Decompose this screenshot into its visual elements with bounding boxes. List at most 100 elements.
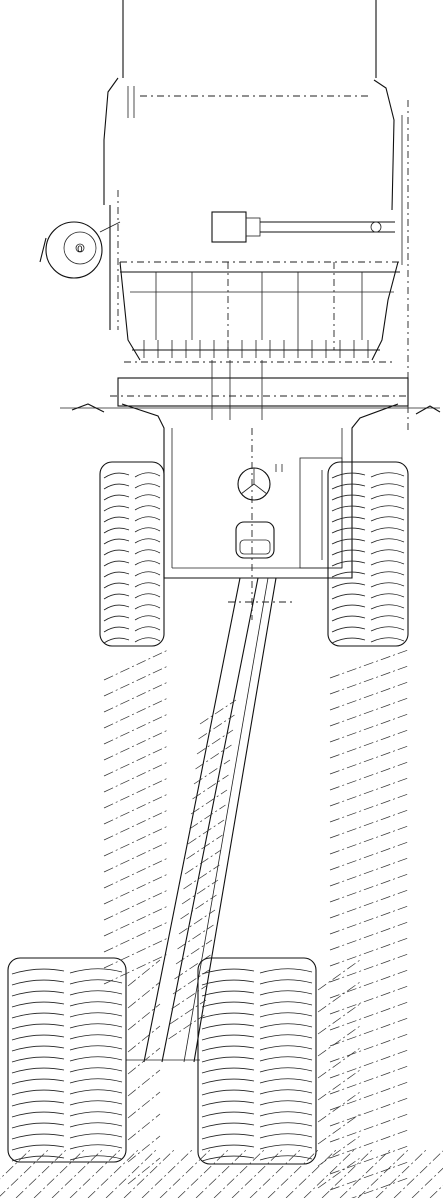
tread-lug	[134, 571, 161, 577]
track-hatch	[351, 1177, 409, 1198]
tread-lug	[370, 483, 405, 489]
tread-lug	[134, 516, 161, 522]
track-hatch	[317, 1113, 361, 1145]
tread-lug	[201, 1133, 255, 1140]
track-hatch	[103, 905, 169, 937]
tread-lug	[201, 1122, 255, 1129]
track-hatch	[329, 1145, 409, 1175]
track-hatch	[141, 1149, 193, 1198]
tread-lug	[69, 1067, 123, 1073]
tread-lug	[259, 1089, 313, 1095]
tread-lug	[69, 1111, 123, 1117]
tread-lug	[103, 483, 130, 490]
track-hatch	[103, 857, 169, 889]
rotor-assembly	[119, 261, 400, 363]
track-hatch	[329, 745, 409, 775]
track-hatch	[329, 937, 409, 967]
track-hatch	[159, 1149, 211, 1198]
tread-lug	[103, 560, 130, 567]
front-left-tire	[99, 461, 165, 647]
track-hatch	[317, 1025, 361, 1057]
tread-lug	[331, 571, 366, 578]
track-hatch	[187, 819, 225, 845]
tread-lug	[69, 1133, 123, 1139]
tread-lug	[103, 626, 130, 633]
tread-lug	[134, 538, 161, 544]
track-hatch	[329, 649, 409, 679]
tread-lug	[103, 472, 130, 479]
track-hatch	[127, 959, 161, 987]
track-hatch	[317, 1069, 361, 1101]
tread-lug	[134, 505, 161, 511]
tread-lug	[331, 516, 366, 523]
track-hatch	[195, 1149, 247, 1198]
track-hatch	[329, 1113, 409, 1143]
tread-lug	[201, 990, 255, 997]
track-hatch	[184, 849, 222, 875]
tread-lug	[103, 571, 130, 578]
operator-seat	[235, 521, 275, 559]
tread-lug	[134, 527, 161, 533]
tread-lug	[69, 1034, 123, 1040]
upper-frame	[103, 77, 409, 430]
tread-lug	[259, 1067, 313, 1073]
tread-lug	[331, 593, 366, 600]
tread-lug	[201, 1089, 255, 1096]
track-hatch	[103, 713, 169, 745]
tread-lug	[370, 472, 405, 478]
tread-lug	[201, 979, 255, 986]
tread-lug	[370, 494, 405, 500]
track-hatch	[198, 714, 235, 740]
track-hatch	[249, 1149, 301, 1198]
track-hatch	[127, 981, 161, 1009]
track-hatch	[317, 1047, 361, 1079]
tread-lug	[201, 1144, 255, 1151]
tread-lug	[201, 968, 255, 975]
tread-lug	[331, 626, 366, 633]
tread-lug	[103, 604, 130, 611]
tread-lug	[103, 549, 130, 556]
tread-lug	[370, 637, 405, 643]
track-hatch	[195, 744, 232, 770]
track-hatch	[87, 1149, 139, 1198]
track-hatch	[329, 729, 409, 759]
tread-lug	[69, 979, 123, 985]
track-hatch	[172, 969, 210, 995]
tread-lug	[331, 549, 366, 556]
tread-lug	[259, 1111, 313, 1117]
track-hatch	[317, 1157, 361, 1189]
tread-lug	[370, 626, 405, 632]
track-hatch	[168, 1014, 205, 1040]
track-hatch	[196, 729, 234, 755]
tread-lug	[331, 527, 366, 534]
tread-lug	[201, 1045, 255, 1052]
tread-lug	[69, 1045, 123, 1051]
track-hatch	[317, 981, 361, 1013]
track-hatch	[329, 1097, 409, 1127]
track-hatch	[174, 954, 211, 980]
track-hatch	[33, 1149, 85, 1198]
tread-lug	[259, 1034, 313, 1040]
track-hatch	[69, 1149, 121, 1198]
track-hatch	[105, 1149, 157, 1198]
track-hatch	[329, 889, 409, 919]
track-hatch	[329, 921, 409, 951]
tread-lug	[11, 1045, 65, 1052]
gauge-label: 0	[77, 245, 83, 255]
front-right-tire	[327, 461, 409, 647]
track-hatch	[357, 1149, 409, 1198]
track-hatch	[123, 1149, 175, 1198]
track-hatch	[193, 759, 231, 785]
track-hatch	[329, 777, 409, 807]
tread-lug	[134, 593, 161, 599]
track-hatch	[103, 793, 169, 825]
tread-lug	[11, 1122, 65, 1129]
tread-lug	[370, 593, 405, 599]
track-hatch	[175, 939, 213, 965]
track-hatch	[329, 809, 409, 839]
tread-lug	[259, 1001, 313, 1007]
tread-lug	[370, 582, 405, 588]
tread-lug	[69, 1089, 123, 1095]
track-hatch	[329, 697, 409, 727]
tread-lug	[69, 1122, 123, 1128]
